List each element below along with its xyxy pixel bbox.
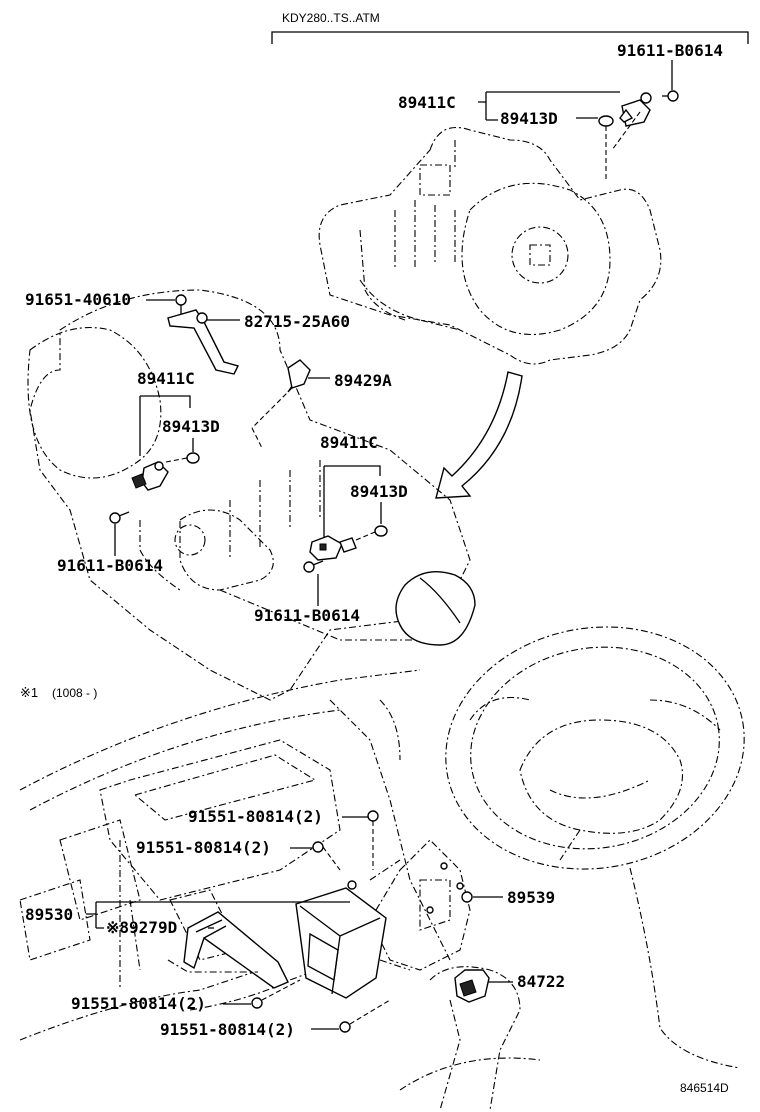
oring-left xyxy=(186,452,200,464)
screw-d xyxy=(339,1021,351,1033)
oring-top xyxy=(598,115,614,127)
label-89429a: 89429A xyxy=(334,371,392,390)
bolt-91651 xyxy=(175,294,187,306)
label-89530: 89530 xyxy=(25,905,73,924)
leader-89411c-right xyxy=(323,465,381,538)
bolt-right xyxy=(303,561,315,573)
label-91611-left: 91611-B0614 xyxy=(57,556,163,575)
note-range: (1008 - ) xyxy=(52,686,97,700)
ecu-89530 xyxy=(295,880,387,999)
leader-89530 xyxy=(86,901,350,929)
label-91611-right: 91611-B0614 xyxy=(254,606,360,625)
label-89539: 89539 xyxy=(507,888,555,907)
oring-right xyxy=(374,525,388,537)
bolt-left xyxy=(109,512,121,524)
label-91551-c: 91551-80814(2) xyxy=(71,994,206,1013)
label-89413d-right: 89413D xyxy=(350,482,408,501)
label-89413d-top: 89413D xyxy=(500,109,558,128)
flow-arrow xyxy=(435,371,523,499)
label-91611-top: 91611-B0614 xyxy=(617,41,723,60)
leader-89411c-top xyxy=(478,91,620,121)
screw-b xyxy=(312,841,324,853)
label-89411c-top: 89411C xyxy=(398,93,456,112)
speed-sensor-top xyxy=(619,90,679,127)
bracket-89539 xyxy=(369,839,471,971)
label-89413d-left: 89413D xyxy=(162,417,220,436)
steering-wheel-illustration xyxy=(445,626,745,1069)
bracket-89279d xyxy=(167,911,289,989)
label-91551-a: 91551-80814(2) xyxy=(188,807,323,826)
bolt-89539 xyxy=(461,891,473,903)
note-symbol: ※1 xyxy=(20,685,38,700)
leader-89411c-left xyxy=(139,395,191,456)
transmission-middle-illustration xyxy=(27,289,471,701)
label-89279d: ※89279D xyxy=(106,918,177,937)
label-91551-b: 91551-80814(2) xyxy=(136,838,271,857)
shift-knob-84722 xyxy=(454,969,490,1003)
diagram-id: 846514D xyxy=(680,1081,729,1095)
label-91551-d: 91551-80814(2) xyxy=(160,1020,295,1039)
label-91651: 91651-40610 xyxy=(25,290,131,309)
screw-c xyxy=(251,997,263,1009)
transmission-top-illustration xyxy=(318,126,662,365)
model-code-bracket xyxy=(271,31,749,44)
label-84722: 84722 xyxy=(517,972,565,991)
pressure-switch-89429a xyxy=(251,359,311,449)
screw-a xyxy=(367,810,379,822)
speed-sensor-right xyxy=(303,525,388,573)
shift-lever-illustration xyxy=(399,966,541,1111)
speed-sensor-left xyxy=(109,452,200,524)
label-89411c-left: 89411C xyxy=(137,369,195,388)
oil-filter xyxy=(395,571,476,646)
label-89411c-right: 89411C xyxy=(320,433,378,452)
label-82715: 82715-25A60 xyxy=(244,312,350,331)
model-code-label: KDY280..TS..ATM xyxy=(282,11,380,25)
